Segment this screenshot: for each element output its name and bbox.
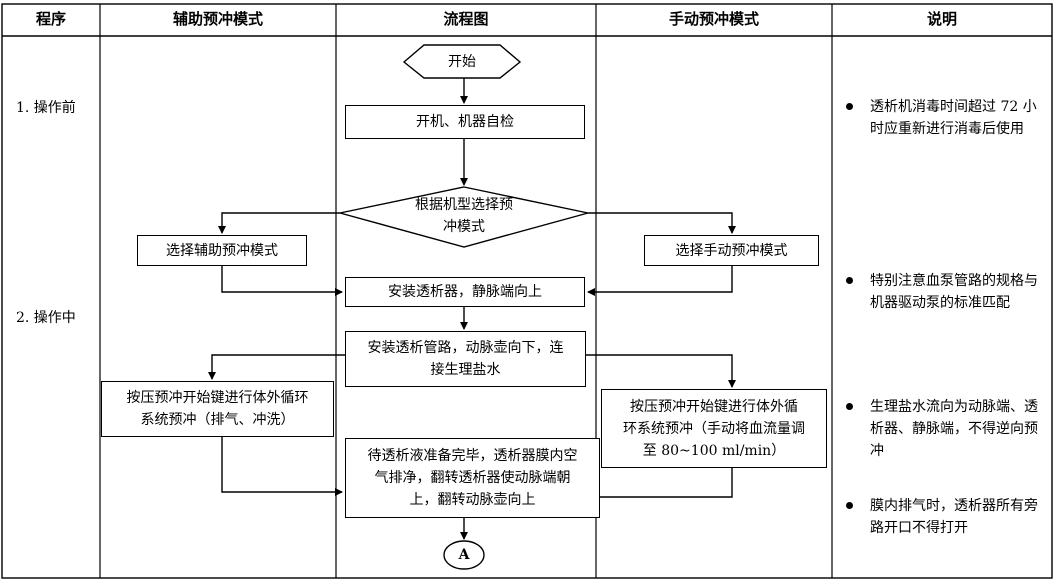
arrow-tubing-to-manual-press (586, 354, 736, 388)
table-frame (1, 3, 1053, 579)
install-dialyzer-box: 安装透析器，静脉端向上 (345, 277, 585, 307)
connector-circle (443, 540, 485, 570)
power-on-label: 开机、机器自检 (416, 114, 514, 130)
decision-label: 根据机型选择预 冲模式 (380, 194, 548, 238)
stage-before: 1. 操作前 (16, 100, 76, 116)
ready-box: 待透析液准备完毕，透析器膜内空 气排净，翻转透析器使动脉端朝 上，翻转动脉壶向上 (345, 438, 600, 518)
header-notes: 说明 (926, 10, 957, 28)
bullet-icon (846, 403, 853, 410)
install-dialyzer-label: 安装透析器，静脉端向上 (388, 284, 542, 300)
ready-line-3: 上，翻转动脉壶向上 (409, 492, 536, 508)
install-tubing-line-1: 安装透析管路，动脉壶向下，连 (367, 340, 564, 356)
start-label: 开始 (448, 54, 476, 70)
header-manual-mode: 手动预冲模式 (668, 10, 759, 28)
stage-during: 2. 操作中 (16, 310, 76, 326)
arrow-decision-to-assist (218, 212, 340, 234)
manual-press-line-2: 环系统预冲（手动将血流量调 (623, 420, 805, 437)
arrow-manual-to-install (587, 266, 733, 296)
bullet-icon (846, 277, 853, 284)
manual-press-line-1: 按压预冲开始键进行体外循 (630, 398, 798, 415)
connector-label: A (458, 547, 470, 563)
header-assist-mode: 辅助预冲模式 (172, 10, 263, 28)
install-tubing-line-2: 接生理盐水 (430, 362, 501, 378)
note-2: 特别注意血泵管路的规格与机器驱动泵的标准匹配 (870, 273, 1038, 311)
assist-select-box: 选择辅助预冲模式 (137, 235, 307, 266)
decision-line-1: 根据机型选择预 (415, 197, 513, 213)
assist-press-box: 按压预冲开始键进行体外循环 系统预冲（排气、冲洗） (101, 381, 334, 437)
assist-select-label: 选择辅助预冲模式 (166, 242, 278, 259)
manual-select-box: 选择手动预冲模式 (644, 235, 819, 266)
decision-line-2: 冲模式 (443, 219, 485, 235)
bullet-icon (846, 103, 853, 110)
arrow-tubing-to-assist-press (208, 354, 345, 380)
arrow-manual-press-to-ready (587, 468, 733, 501)
header-program: 程序 (35, 10, 66, 28)
manual-press-box: 按压预冲开始键进行体外循 环系统预冲（手动将血流量调 至 80~100 ml/m… (601, 389, 827, 468)
assist-press-line-2: 系统预冲（排气、冲洗） (140, 412, 295, 428)
ready-line-2: 气排净，翻转透析器使动脉端朝 (374, 470, 571, 486)
arrow-assist-press-to-ready (221, 437, 343, 496)
arrow-assist-to-install (221, 266, 343, 296)
note-1: 透析机消毒时间超过 72 小时应重新进行消毒后使用 (870, 99, 1037, 137)
arrow-decision-to-manual (588, 212, 736, 234)
assist-press-line-1: 按压预冲开始键进行体外循环 (126, 390, 309, 406)
start-terminator (402, 44, 522, 79)
power-on-box: 开机、机器自检 (345, 105, 585, 139)
ready-line-1: 待透析液准备完毕，透析器膜内空 (367, 448, 578, 464)
manual-press-line-3: 至 80~100 ml/min） (642, 442, 786, 459)
manual-select-label: 选择手动预冲模式 (675, 242, 788, 259)
header-flowchart: 流程图 (443, 10, 489, 28)
note-3: 生理盐水流向为动脉端、透析器、静脉端，不得逆向预冲 (870, 399, 1038, 459)
decision-diamond (339, 186, 589, 248)
install-tubing-box: 安装透析管路，动脉壶向下，连 接生理盐水 (345, 331, 586, 387)
bullet-icon (846, 502, 853, 509)
note-4: 膜内排气时，透析器所有旁路开口不得打开 (870, 498, 1038, 536)
